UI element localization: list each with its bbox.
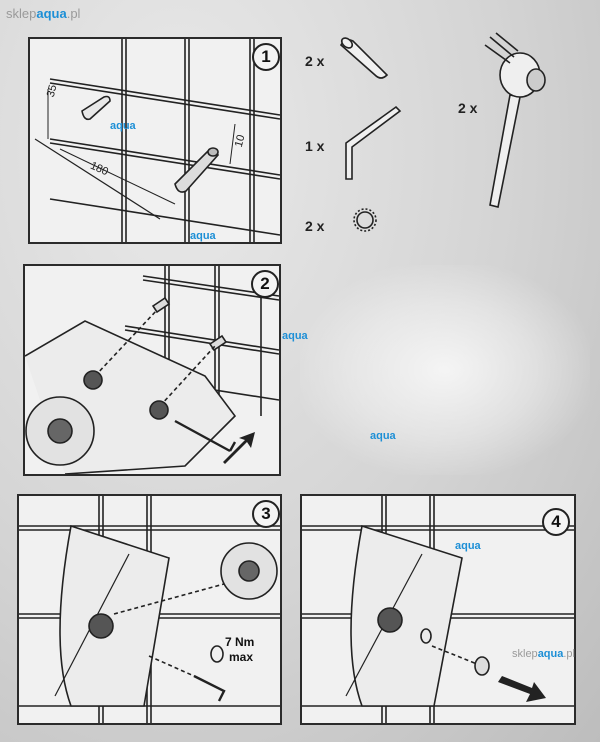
step-1-number: 1 xyxy=(252,43,280,71)
step-4-panel: 4 xyxy=(300,494,576,725)
step-3-panel: 7 Nm max 3 xyxy=(17,494,282,725)
watermark-brand: aqua xyxy=(190,230,216,242)
washer-quantity: 2 x xyxy=(305,218,325,234)
arrow-icon xyxy=(223,432,255,464)
step-2-number: 2 xyxy=(251,270,279,298)
step-3-number: 3 xyxy=(252,500,280,528)
step-2-illustration xyxy=(25,266,279,474)
pin-part-icon xyxy=(340,37,389,79)
arrow-icon xyxy=(498,676,546,702)
watermark-brand: aqua xyxy=(455,540,481,552)
torque-limit: max xyxy=(229,650,254,664)
watermark-brand: aqua xyxy=(110,120,136,132)
step-4-illustration xyxy=(302,496,574,723)
bracket-part-icon xyxy=(484,32,546,208)
washer-part-icon xyxy=(353,208,377,232)
step-4-number: 4 xyxy=(542,508,570,536)
step-2-panel: 2 xyxy=(23,264,281,476)
hex-key-part-icon xyxy=(345,105,402,180)
pins-quantity: 2 x xyxy=(305,53,325,69)
step-1-illustration xyxy=(34,39,280,242)
hex-key-quantity: 1 x xyxy=(305,138,325,154)
watermark-brand: aqua xyxy=(370,430,396,442)
watermark-brand: aqua xyxy=(282,330,308,342)
glare-highlight xyxy=(300,265,590,475)
step-3-illustration xyxy=(19,496,280,723)
bracket-quantity: 2 x xyxy=(458,100,478,116)
watermark-logo: sklepaqua.pl xyxy=(512,648,575,660)
torque-value: 7 Nm xyxy=(225,635,255,649)
step-1-panel: 35 10 180 1 xyxy=(28,37,282,244)
watermark-logo: sklepaqua.pl xyxy=(6,6,81,21)
